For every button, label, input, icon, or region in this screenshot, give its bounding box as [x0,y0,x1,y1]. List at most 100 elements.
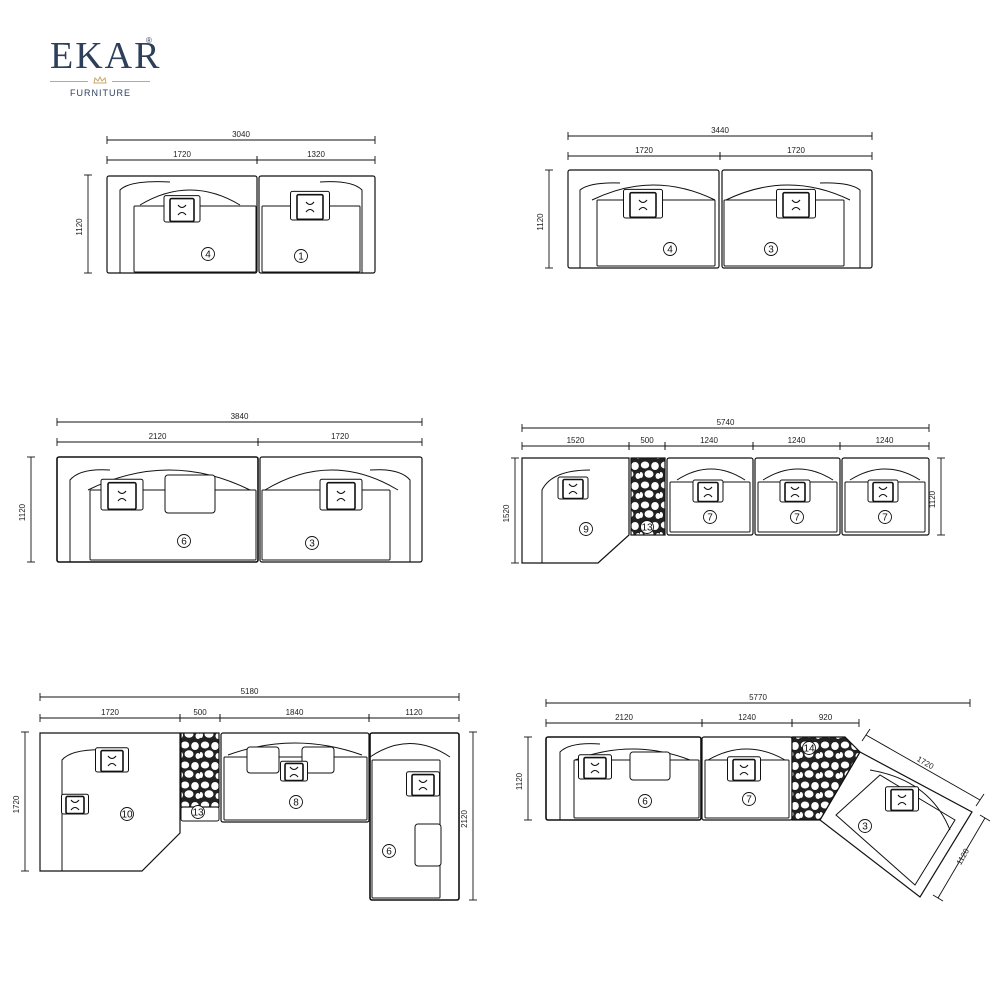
dimension-label: 1840 [286,708,304,717]
backrest-curve [725,184,851,201]
dimension-label: 1520 [567,436,585,445]
module-number: 6 [642,797,648,808]
module-number-badge [120,807,134,821]
module-number: 8 [293,798,299,809]
dimension-label: 3440 [711,126,729,135]
module-number-badge [289,795,303,809]
pillow-mark [703,486,713,498]
plain-pillow [246,746,280,774]
backrest-curve [139,189,241,206]
pillow-mark [336,490,346,502]
dimension-label: 1720 [173,150,191,159]
module-10-frame [39,732,181,872]
throw-pillow [583,756,607,780]
dimension-label: 2120 [460,810,469,828]
dimension-label: 1120 [405,708,423,717]
dimension-label: 5740 [717,418,735,427]
pillow-mark [70,799,80,811]
module-number-badge [790,510,804,524]
pillow-mark [739,764,749,776]
dimension-tick [932,894,944,902]
logo-rule-right [112,81,150,82]
throw-pillow [732,758,756,782]
module-6-frame [545,736,702,821]
module-number-badge [703,510,717,524]
registered-mark: ® [146,36,152,45]
plain-pillow [301,746,335,774]
throw-pillow [284,762,304,782]
dimension-label: 3840 [231,412,249,421]
dimension-label: 1120 [515,772,524,790]
module-number-badge [579,522,593,536]
armrest-right [819,182,861,268]
module-1-frame [258,175,376,274]
backrest-curve [849,468,921,481]
dimension-label: 3040 [232,130,250,139]
module-number: 13 [641,523,653,534]
crown-icon [93,76,107,84]
pillow-mark [897,794,907,806]
dimension-label: 1520 [502,504,511,522]
module-3-seat [835,774,956,886]
angled-dimension-line [865,734,981,801]
pillow-mark [107,755,117,767]
dimension-label: 1120 [75,218,84,236]
module-number-badge [802,741,816,755]
dimension-label: 1720 [12,795,21,813]
pillow-mark [289,766,299,778]
backrest-curve [676,468,746,481]
module-number-badge [177,534,191,548]
dimension-label: 5180 [241,687,259,696]
pillow-mark [878,486,888,498]
armrest-left [119,181,171,273]
dimension-tick [861,728,871,742]
module-number: 4 [667,245,673,256]
throw-pillow [629,191,657,219]
module-9-backrest [541,469,591,563]
module-number: 9 [583,525,589,536]
throw-pillow [697,481,719,503]
throw-pillow [872,481,894,503]
dimension-label: 2120 [615,713,633,722]
module-number-badge [305,536,319,550]
dimension-label: 1720 [331,432,349,441]
throw-pillow [169,197,195,223]
dimension-label: 1240 [700,436,718,445]
dimension-label: 1240 [876,436,894,445]
dimension-label: 1320 [307,150,325,159]
module-number: 7 [794,513,800,524]
module-number-badge [858,819,872,833]
armrest-left [579,182,621,268]
module-3-frame [721,169,873,269]
pillow-mark [117,490,127,502]
module-number: 10 [121,810,133,821]
module-number: 14 [803,744,815,755]
armrest-right [369,469,411,562]
backrest-curve [227,742,363,756]
module-7c-frame [841,457,930,536]
module-8-frame [220,732,370,823]
dimension-label: 1240 [738,713,756,722]
module-number: 1 [298,252,304,263]
dimension-label: 5770 [749,693,767,702]
armrest-left [69,469,111,562]
module-number-badge [742,792,756,806]
module-13-stone-table [180,732,220,808]
throw-pillow [890,788,914,812]
angled-dimension-line [937,817,986,899]
dimension-label: 1720 [635,146,653,155]
pillow-mark [790,486,800,498]
plain-pillow [629,751,671,781]
logo-subtitle: FURNITURE [70,88,131,98]
module-number-badge [878,510,892,524]
dimension-label: 1240 [788,436,806,445]
throw-pillow [782,191,810,219]
module-6-frame [56,456,259,563]
pillow-mark [177,204,187,216]
backrest-curve [762,468,834,481]
module-9-frame [521,457,630,564]
pillow-mark [638,199,648,211]
dimension-label: 500 [193,708,207,717]
module-3-backrest [869,769,951,831]
